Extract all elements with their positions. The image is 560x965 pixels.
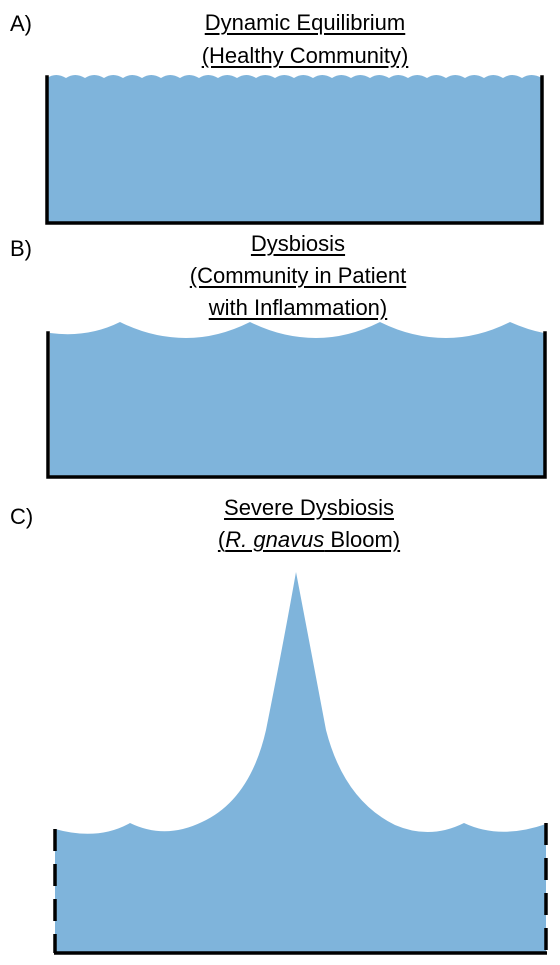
panel-c-container xyxy=(53,823,548,955)
panel-b-container xyxy=(46,331,547,479)
panel-a-title-line-1: Dynamic Equilibrium xyxy=(204,10,406,35)
panel-c-title-line-1: Severe Dysbiosis xyxy=(224,495,394,520)
panel-a-container xyxy=(45,75,544,225)
panel-a-label: A) xyxy=(10,11,32,36)
panel-b-title-line-3: with Inflammation) xyxy=(208,295,388,320)
panel-b-title-line-2: (Community in Patient xyxy=(189,263,407,288)
panel-b-title-line-1: Dysbiosis xyxy=(250,231,346,256)
panel-a-water xyxy=(47,75,542,223)
panel-c-label: C) xyxy=(10,504,34,529)
panel-c-title-species: R. gnavus xyxy=(225,527,325,552)
panel-c-water xyxy=(55,572,546,953)
panel-c-title-open-paren: ( xyxy=(217,527,226,552)
panel-c-title-rest: Bloom) xyxy=(324,527,401,552)
panel-c-title-line-2: (R. gnavus Bloom) xyxy=(0,526,560,553)
panel-b-label: B) xyxy=(10,236,32,261)
panel-a-title-line-2: (Healthy Community) xyxy=(201,43,409,68)
panel-b-water xyxy=(50,322,544,476)
